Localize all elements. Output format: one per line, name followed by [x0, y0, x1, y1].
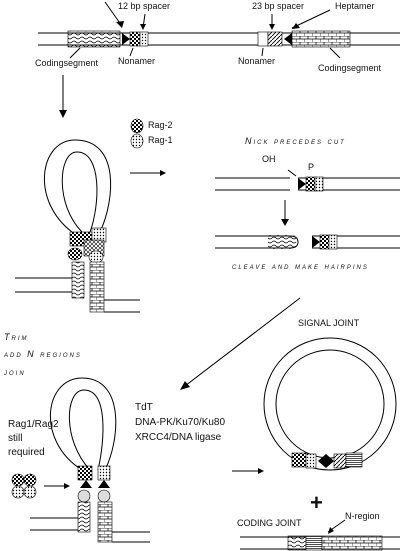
label-trim: Trim	[4, 332, 29, 342]
germline-dna	[38, 30, 400, 48]
label-coding-joint: CODING JOINT	[237, 518, 302, 528]
label-23bp-spacer: 23 bp spacer	[252, 1, 305, 11]
label-nonamer-left: Nonamer	[118, 56, 156, 66]
rag1-icon	[130, 133, 144, 149]
signal-joint-circle	[263, 337, 397, 471]
label-signal-joint: SIGNAL JOINT	[298, 318, 360, 328]
label-join: join	[4, 367, 26, 377]
label-12bp-spacer: 12 bp spacer	[118, 1, 171, 11]
label-nonamer-right: Nonamer	[238, 56, 276, 66]
label-n-region: N-region	[345, 511, 380, 521]
label-cleave-make-hairpins: cleave and make hairpins	[232, 261, 369, 271]
label-coding-segment-right: Codingsegment	[318, 63, 382, 73]
label-heptamer: Heptamer	[335, 1, 375, 11]
label-xrcc4-ligase: XRCC4/DNA ligase	[135, 432, 222, 443]
label-dnapk-ku: DNA-PK/Ku70/Ku80	[135, 417, 226, 428]
hairpin-dna	[215, 234, 400, 250]
label-rag-required-2: still	[8, 433, 23, 444]
label-coding-segment-left: Codingsegment	[35, 58, 99, 68]
label-tdt: TdT	[135, 402, 153, 413]
label-add-n-regions: add N regions	[4, 349, 82, 359]
label-rag-required-3: required	[8, 447, 45, 458]
plus-sign: +	[310, 490, 323, 515]
second-loop	[30, 377, 150, 543]
rag2-icon	[130, 118, 144, 134]
label-rag1: Rag-1	[148, 135, 173, 145]
loop-complex	[15, 139, 140, 313]
label-nick-precedes-cut: Nick precedes cut	[245, 136, 346, 146]
coding-joint-dna	[240, 519, 400, 551]
rag-cluster	[11, 473, 37, 499]
label-oh: OH	[262, 154, 276, 164]
label-pointers-top	[69, 1, 341, 59]
label-rag2: Rag-2	[148, 120, 173, 130]
nicked-dna	[215, 169, 400, 192]
label-p: P	[308, 162, 315, 172]
label-rag-required-1: Rag1/Rag2	[8, 419, 59, 430]
